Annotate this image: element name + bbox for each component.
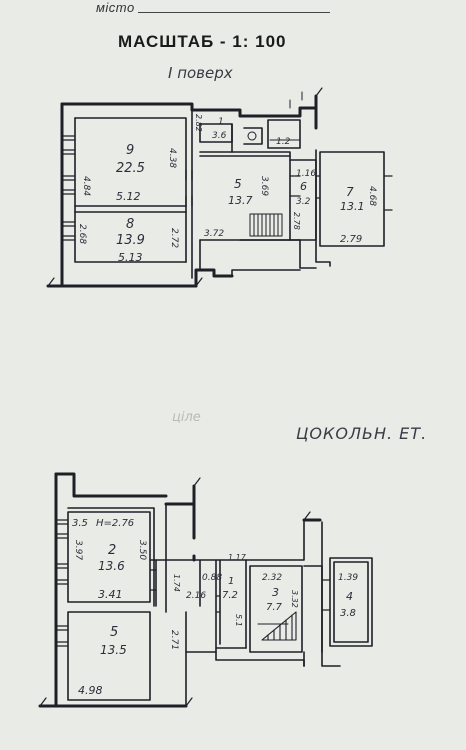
b-room1-hleft: 1.74 bbox=[172, 574, 181, 592]
f1-room8-hleft: 2.68 bbox=[77, 224, 87, 244]
b-room5-bottom: 4.98 bbox=[78, 684, 103, 697]
floor1-windows bbox=[61, 135, 393, 241]
b-room2-hleft: 3.97 bbox=[73, 540, 83, 560]
f1-room5-area: 13.7 bbox=[228, 194, 253, 207]
f1-room9-area: 22.5 bbox=[116, 161, 145, 176]
f1-room1-h: 2.82 bbox=[194, 114, 203, 132]
b-room2-bottom: 3.41 bbox=[98, 588, 123, 601]
floor1-outer-walls bbox=[46, 94, 318, 288]
b-room1-left: 0.88 bbox=[202, 573, 222, 583]
b-room5-num: 5 bbox=[110, 625, 118, 640]
floor1-fixtures bbox=[241, 91, 303, 153]
f1-room8-hright: 2.72 bbox=[169, 228, 179, 248]
b-room1-top: 1.17 bbox=[228, 553, 247, 562]
f1-room6-top: 1.16 bbox=[296, 169, 316, 179]
b-room1-bottom: 2.16 bbox=[186, 591, 206, 601]
basement-inner-walls bbox=[67, 503, 373, 707]
f1-room9-hleft: 4.84 bbox=[81, 176, 91, 196]
b-room3-top: 2.32 bbox=[262, 573, 282, 583]
basement-stairs bbox=[257, 611, 297, 641]
b-room3-num: 3 bbox=[272, 586, 279, 599]
b-room5-h: 2.71 bbox=[169, 630, 179, 650]
city-label: місто bbox=[96, 0, 135, 15]
b-room4-area: 3.8 bbox=[340, 608, 356, 619]
floor1-labels: 9 22.5 4.84 4.38 5.12 8 13.9 2.68 2.72 5… bbox=[77, 114, 377, 264]
f1-room9-bottom: 5.12 bbox=[116, 190, 141, 203]
f1-room6-area: 3.2 bbox=[296, 197, 311, 207]
f1-room1-area: 3.6 bbox=[212, 131, 227, 141]
b-room4-top: 1.39 bbox=[338, 573, 358, 583]
b-room2-height: H=2.76 bbox=[96, 518, 134, 529]
f1-room8-bottom: 5.13 bbox=[118, 251, 143, 264]
b-room1-hright: 5.1 bbox=[234, 614, 243, 627]
b-room1-area: 7.2 bbox=[222, 590, 238, 601]
basement-windows bbox=[55, 519, 331, 647]
floor1-label: I поверх bbox=[168, 64, 233, 82]
f1-room6-num: 6 bbox=[300, 180, 307, 193]
b-room4-num: 4 bbox=[346, 590, 353, 603]
basement-label: ЦОКОЛЬН. ЕТ. bbox=[296, 424, 428, 443]
f1-room5-h: 3.69 bbox=[259, 176, 269, 196]
f1-room7-bottom: 2.79 bbox=[340, 234, 362, 245]
scale-title: МАСШТАБ - 1: 100 bbox=[118, 32, 287, 51]
f1-room7-area: 13.1 bbox=[340, 200, 365, 213]
city-underline bbox=[138, 12, 330, 13]
f1-room5-bottom: 3.72 bbox=[204, 229, 224, 239]
basement-labels: 3.5 H=2.76 2 13.6 3.97 3.50 3.41 5 13.5 … bbox=[72, 518, 358, 697]
f1-room1-num: 1 bbox=[218, 117, 224, 127]
b-room3-h: 3.32 bbox=[290, 590, 299, 608]
b-room5-area: 13.5 bbox=[100, 643, 127, 657]
f1-room7-num: 7 bbox=[346, 185, 354, 199]
basement-outer-walls bbox=[38, 472, 322, 708]
b-room2-area: 13.6 bbox=[98, 559, 125, 573]
b-room3-area: 7.7 bbox=[266, 602, 283, 613]
f1-room8-area: 13.9 bbox=[116, 233, 145, 248]
b-room1-num: 1 bbox=[228, 576, 234, 587]
f1-room9-num: 9 bbox=[126, 143, 134, 158]
f1-room8-num: 8 bbox=[126, 217, 134, 232]
b-room2-hright: 3.50 bbox=[137, 540, 147, 560]
f1-room7-h: 4.68 bbox=[367, 186, 377, 206]
faint-handwriting: ціле bbox=[172, 410, 201, 425]
b-room2-num: 2 bbox=[108, 543, 116, 558]
floor1-stairs bbox=[249, 213, 283, 237]
b-room2-corner: 3.5 bbox=[72, 518, 88, 529]
axis-ticks bbox=[39, 87, 323, 707]
f1-room9-hright: 4.38 bbox=[167, 148, 177, 168]
f1-room2-area: 1.2 bbox=[276, 137, 291, 147]
f1-room5-num: 5 bbox=[234, 177, 242, 191]
f1-room6-h: 2.78 bbox=[292, 212, 301, 230]
